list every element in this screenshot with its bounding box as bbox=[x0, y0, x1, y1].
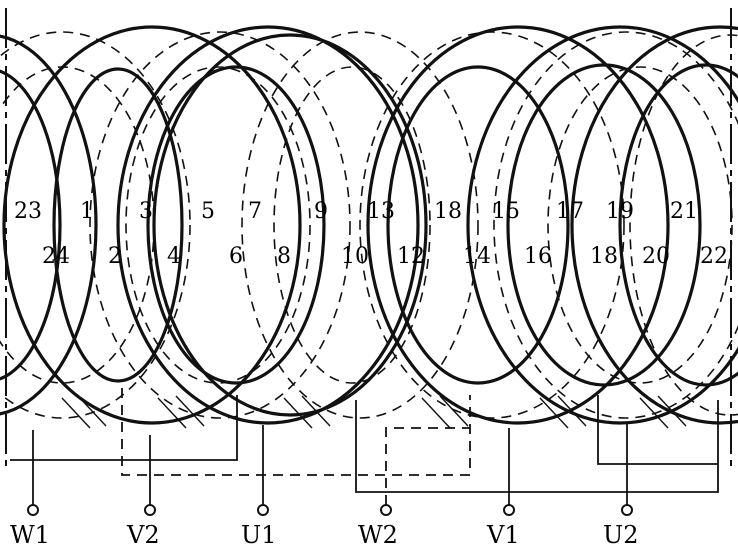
wire-v2-phase bbox=[121, 388, 471, 476]
wire-w1-phase bbox=[10, 395, 238, 461]
coil-5-dashed-outer bbox=[493, 31, 738, 419]
slot-label: 18 bbox=[434, 199, 462, 224]
wire-u2-phase bbox=[597, 395, 718, 465]
slot-label: 7 bbox=[248, 199, 262, 224]
slot-label: 1 bbox=[80, 199, 94, 224]
coil-5-dashed-inner bbox=[547, 66, 733, 384]
coil-group-3 bbox=[116, 25, 479, 425]
coil-2-dashed-outer bbox=[89, 31, 351, 419]
coil-group-5 bbox=[466, 25, 738, 425]
end-connection-hatching bbox=[61, 395, 687, 429]
coil-1-outer bbox=[0, 34, 98, 416]
coil-3-dashed-outer bbox=[241, 31, 479, 419]
terminal-label-u1: U1 bbox=[241, 521, 277, 549]
coil-5-inner bbox=[506, 63, 702, 387]
coil-6-dashed bbox=[629, 34, 738, 416]
coil-2-inner bbox=[52, 67, 184, 383]
coil-1-inner bbox=[0, 69, 62, 381]
slot-label: 2 bbox=[108, 244, 122, 269]
terminal-v1-marker bbox=[503, 504, 515, 516]
slot-label: 24 bbox=[42, 244, 70, 269]
terminal-label-v2: V2 bbox=[126, 521, 160, 549]
slot-label: 18 bbox=[590, 244, 618, 269]
wire-w2-phase bbox=[355, 400, 719, 493]
coil-3-inner bbox=[146, 65, 326, 385]
slot-label: 23 bbox=[14, 199, 42, 224]
terminal-label-v1: V1 bbox=[486, 521, 520, 549]
coil-group-4 bbox=[359, 25, 670, 425]
slot-label: 13 bbox=[367, 199, 395, 224]
coil-group-6 bbox=[570, 25, 738, 425]
terminal-u1-marker bbox=[257, 504, 269, 516]
slot-labels-bottom: 24 2 4 6 8 10 12 14 16 18 20 22 bbox=[42, 244, 728, 269]
slot-label: 19 bbox=[606, 199, 634, 224]
slot-label: 10 bbox=[341, 244, 369, 269]
coil-4-outer bbox=[366, 25, 670, 425]
terminal-label-u2: U2 bbox=[603, 521, 639, 549]
slot-label: 6 bbox=[229, 244, 243, 269]
slot-label: 21 bbox=[670, 199, 698, 224]
coil-3-dashed-inner bbox=[273, 66, 431, 384]
coil-4-inner bbox=[386, 65, 570, 385]
terminal-v2-marker bbox=[144, 504, 156, 516]
terminal-label-w2: W2 bbox=[358, 521, 398, 549]
slot-label: 4 bbox=[167, 244, 181, 269]
coil-2-dashed-inner bbox=[125, 66, 311, 384]
slot-label: 17 bbox=[556, 199, 584, 224]
slot-label: 8 bbox=[277, 244, 291, 269]
coil-6-outer bbox=[570, 25, 738, 425]
terminal-u2-marker bbox=[621, 504, 633, 516]
coil-4-dashed-outer bbox=[359, 31, 625, 419]
wire-w2-lead bbox=[385, 427, 470, 505]
slot-label: 22 bbox=[700, 244, 728, 269]
coil-3-outer bbox=[116, 25, 420, 425]
slot-label: 12 bbox=[397, 244, 425, 269]
lead-wires bbox=[10, 388, 719, 505]
slot-label: 3 bbox=[139, 199, 153, 224]
terminal-label-w1: W1 bbox=[10, 521, 50, 549]
coil-group-2 bbox=[2, 25, 351, 425]
coil-3-outer-b bbox=[152, 33, 428, 417]
slot-label: 9 bbox=[314, 199, 328, 224]
coil-5-outer bbox=[466, 25, 738, 425]
coil-1-dashed-outer bbox=[0, 31, 191, 419]
slot-label: 20 bbox=[642, 244, 670, 269]
coil-group-1 bbox=[0, 31, 191, 419]
terminal-w1-marker bbox=[27, 504, 39, 516]
slot-label: 5 bbox=[201, 199, 215, 224]
coil-2-outer bbox=[2, 25, 302, 425]
slot-label: 16 bbox=[524, 244, 552, 269]
terminals: W1 V2 U1 W2 V1 U2 bbox=[10, 504, 639, 549]
slot-labels-top: 23 1 3 5 7 9 13 18 15 17 19 21 bbox=[14, 199, 698, 224]
slot-label: 15 bbox=[492, 199, 520, 224]
coil-6-inner bbox=[618, 63, 738, 387]
terminal-w2-marker bbox=[380, 504, 392, 516]
slot-label: 14 bbox=[463, 244, 491, 269]
